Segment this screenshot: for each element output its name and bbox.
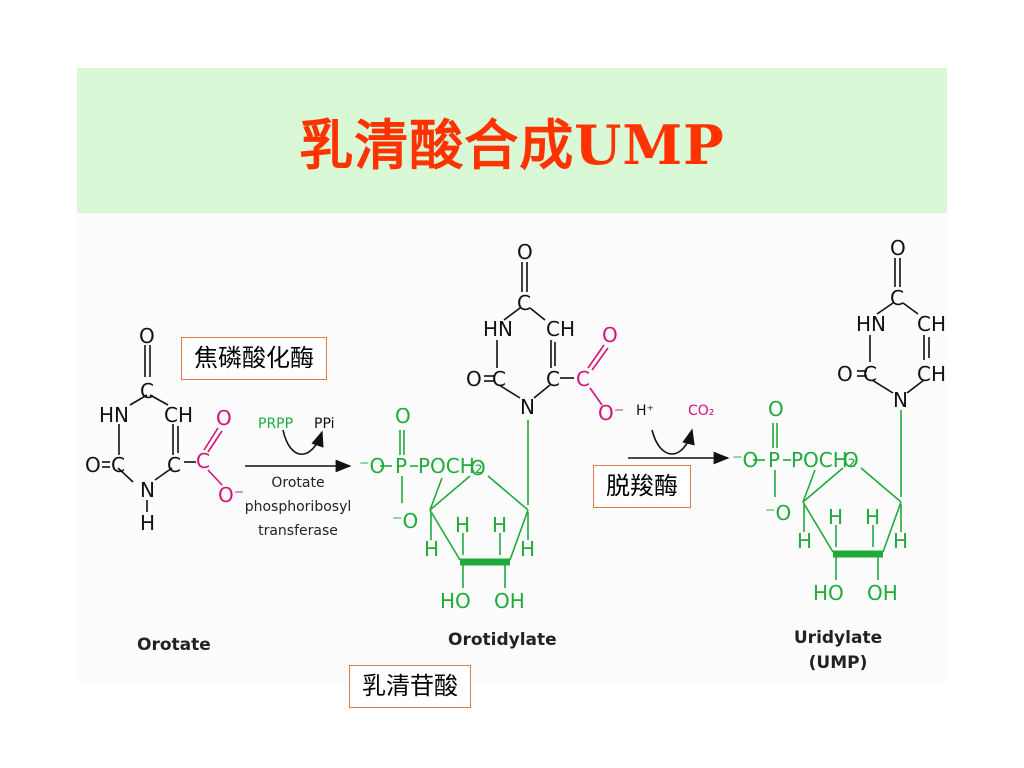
orotidylate-carboxyl-o-top: O [602, 323, 618, 347]
ump-atom-hn: HN [856, 312, 886, 336]
orotidylate-atom-c-right: C [546, 367, 560, 391]
orotate-atom-h: H [140, 511, 155, 535]
orotate-atom-c-right: C [167, 453, 181, 477]
orotate-atom-o-top: O [139, 324, 155, 348]
ump-phos-o-bottom: ⁻O [765, 501, 791, 525]
orotate-atom-o-left: O [85, 453, 101, 477]
ump-phosphate [753, 423, 816, 503]
reaction2-arrow [628, 428, 730, 465]
ump-phos-poch2: POCH₂ [791, 448, 856, 472]
ump-atom-o-left: O [837, 362, 853, 386]
ump-ribose-h4: H [893, 529, 908, 553]
orotidylate-atom-n: N [520, 395, 535, 419]
reaction1-arrow [245, 429, 352, 473]
ump-ribose-ho: HO [813, 581, 844, 605]
ump-phos-p: P [768, 448, 780, 472]
orotidylate-carboxyl-c: C [576, 367, 590, 391]
orotidylate-phos-poch2: POCH₂ [418, 454, 483, 478]
orotidylate-ribose-h4: H [520, 537, 535, 561]
orotate-atom-c2: C [140, 379, 154, 403]
ump-ribose-h1: H [797, 529, 812, 553]
orotate-atom-n: N [140, 478, 155, 502]
ump-label-line2: (UMP) [809, 653, 868, 673]
orotate-carboxyl-o-minus: O⁻ [218, 483, 244, 507]
reaction1-enzyme-line3: transferase [258, 523, 338, 539]
orotidylate-label: Orotidylate [448, 630, 557, 650]
enzyme-callout-prpp: 焦磷酸化酶 [181, 337, 327, 380]
orotidylate-ribose-h3: H [492, 513, 507, 537]
title-band: 乳清酸合成UMP [77, 68, 947, 213]
ump-ribose-h2: H [828, 505, 843, 529]
reaction2-product: CO₂ [688, 403, 714, 419]
orotidylate-ribose-h2: H [455, 513, 470, 537]
orotidylate-carboxyl-o-minus: O⁻ [598, 401, 624, 425]
orotate-carboxyl-c: C [196, 449, 210, 473]
reaction2-substrate: H⁺ [636, 403, 654, 419]
reaction1-product: PPi [314, 416, 334, 432]
orotate-carboxylate [203, 427, 223, 486]
orotidylate-ribose-ho: HO [440, 589, 471, 613]
orotidylate-ribose-o: O [470, 456, 486, 480]
ump-atom-n: N [893, 388, 908, 412]
orotidylate-phos-o-bottom: ⁻O [392, 509, 418, 533]
orotidylate-phosphate [380, 430, 443, 511]
diagram-panel: O C HN CH O C C N H C O O⁻ Orotate PRPP … [77, 213, 947, 683]
orotate-atom-hn: HN [99, 403, 129, 427]
ump-atom-ch-bottom: CH [917, 362, 946, 386]
orotidylate-atom-c-left: C [492, 367, 506, 391]
reaction1-substrate: PRPP [258, 416, 293, 432]
orotidylate-atom-ch: CH [546, 317, 575, 341]
orotidylate-ribose-h1: H [424, 537, 439, 561]
ump-ribose-h3: H [865, 505, 880, 529]
ump-phos-neg-o: ⁻O [732, 448, 758, 472]
orotate-structure [102, 345, 196, 512]
ump-atom-ch-top: CH [917, 312, 946, 336]
orotate-label: Orotate [137, 635, 211, 655]
orotidylate-atom-hn: HN [483, 317, 513, 341]
ump-base [857, 258, 930, 394]
orotidylate-carboxylate [587, 344, 609, 406]
orotidylate-atom-c2: C [517, 291, 531, 315]
orotidylate-atom-o-top: O [517, 240, 533, 264]
ump-phos-o-top: O [768, 397, 784, 421]
reaction1-enzyme-line1: Orotate [271, 475, 324, 491]
reaction-diagram: O C HN CH O C C N H C O O⁻ Orotate PRPP … [85, 236, 946, 673]
orotidylate-base [484, 262, 574, 399]
orotate-atom-c-left: C [111, 453, 125, 477]
orotidylate-ribose [429, 420, 529, 588]
ump-label-line1: Uridylate [794, 628, 882, 648]
ump-atom-c-left: C [863, 362, 877, 386]
ump-ribose [802, 410, 902, 580]
orotidylate-phos-o-top: O [395, 404, 411, 428]
orotate-carboxyl-o-top: O [216, 406, 232, 430]
ump-ribose-oh: OH [867, 581, 898, 605]
ump-atom-c2: C [890, 286, 904, 310]
intermediate-callout-orotidylate: 乳清苷酸 [349, 665, 471, 708]
orotidylate-phos-neg-o: ⁻O [359, 454, 385, 478]
slide-title: 乳清酸合成UMP [299, 113, 725, 177]
orotate-atom-ch: CH [164, 403, 193, 427]
orotidylate-atom-o-left: O [466, 367, 482, 391]
orotidylate-ribose-oh: OH [494, 589, 525, 613]
ump-ribose-o: O [843, 448, 859, 472]
enzyme-callout-decarboxylase: 脱羧酶 [593, 465, 691, 508]
ump-atom-o-top: O [890, 236, 906, 260]
reaction1-enzyme-line2: phosphoribosyl [245, 499, 352, 515]
orotidylate-phos-p: P [395, 454, 407, 478]
